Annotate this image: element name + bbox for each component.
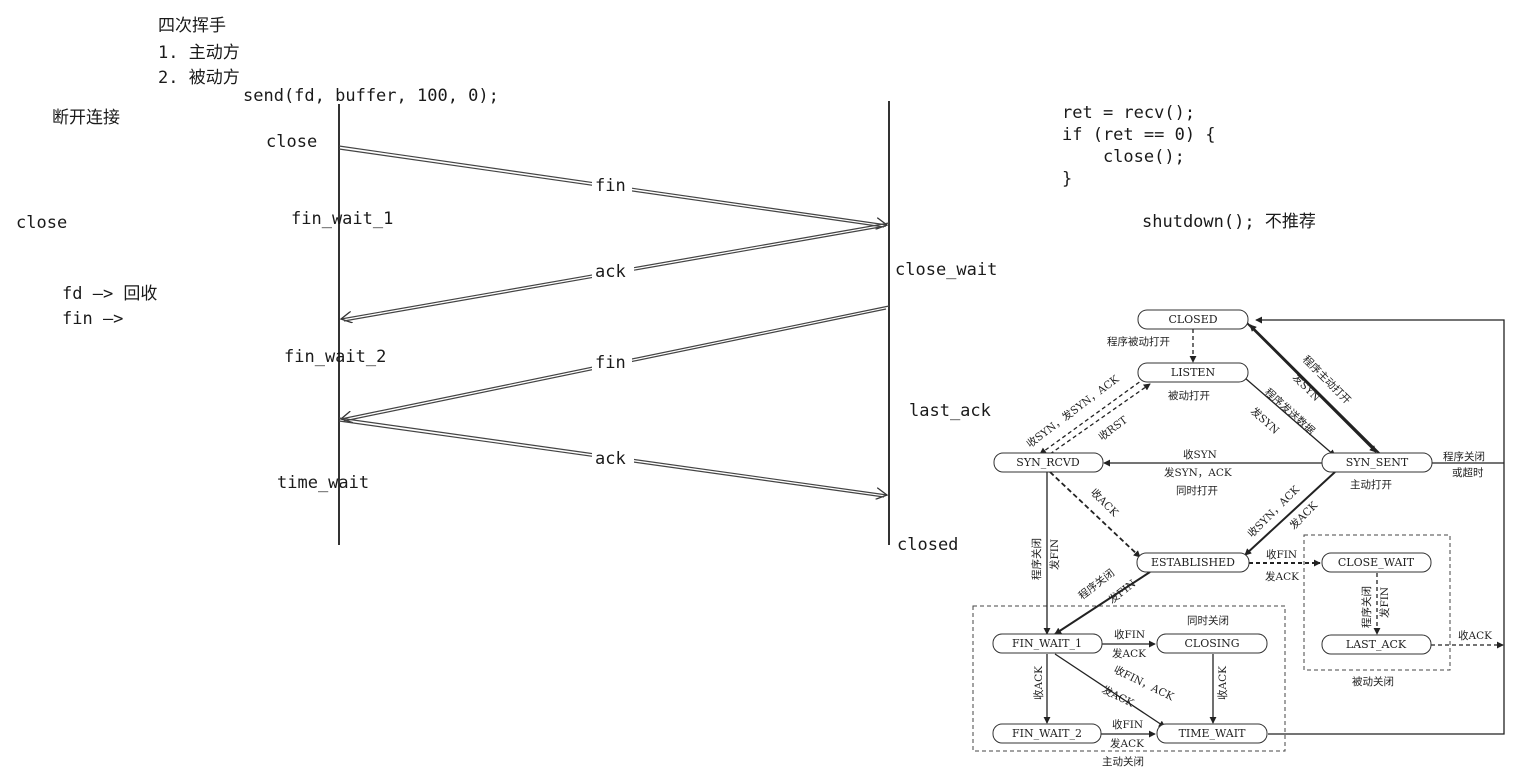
lbl-send-ack: 发ACK [1287, 499, 1320, 532]
state-closing-label: CLOSING [1184, 637, 1239, 650]
close-note: close [16, 213, 68, 233]
fd-note: fd —> 回收 [62, 284, 158, 304]
code-line-1: ret = recv(); [1062, 103, 1196, 123]
state-last-ack-label: LAST_ACK [1346, 638, 1407, 651]
client-close-label: close [266, 132, 318, 152]
lbl-simultaneous-open: 同时打开 [1176, 484, 1218, 497]
lbl-send-fin: 发FIN [1106, 577, 1139, 606]
code-line-2: if (ret == 0) { [1062, 125, 1216, 145]
lbl-recv-fin-3: 收FIN [1112, 718, 1143, 731]
lbl-prog-close-3: 程序关闭 [1360, 586, 1373, 628]
lbl-send-ack-3: 发ACK [1112, 647, 1146, 660]
edge-closed-synsent [1244, 320, 1377, 453]
state-closing [1156, 633, 1268, 654]
state-syn-sent-label: SYN_SENT [1346, 456, 1409, 469]
lbl-recv-ack-2: 收ACK [1458, 629, 1492, 642]
lbl-passive-open-prog: 程序被动打开 [1107, 335, 1170, 348]
state-close-wait [1321, 552, 1432, 573]
edge-listen-synsent [1244, 377, 1336, 457]
lbl-active-open-prog: 程序主动打开 [1300, 353, 1354, 407]
state-closed-label: CLOSED [1168, 313, 1217, 326]
lbl-send-fin-3: 发FIN [1378, 587, 1391, 618]
lbl-send-syn-ack: 发SYN，ACK [1164, 466, 1232, 479]
lbl-send-ack-2: 发ACK [1265, 570, 1299, 583]
active-close-box [972, 605, 1286, 752]
code-line-4: } [1062, 169, 1073, 189]
lbl-passive-open: 被动打开 [1168, 389, 1210, 402]
lbl-recv-syn: 收SYN [1183, 448, 1217, 461]
edge-listen-synrcvd [1039, 377, 1146, 455]
code-line-3: close(); [1062, 147, 1185, 167]
fin-wait-1-label: fin_wait_1 [291, 209, 394, 229]
state-time-wait [1156, 723, 1268, 744]
msg-ack-1-label: ack [595, 262, 626, 282]
lbl-simultaneous-close: 同时关闭 [1187, 614, 1229, 627]
lbl-prog-close-send-fin-2: 发FIN [1048, 539, 1061, 570]
lbl-recv-ack: 收ACK [1088, 486, 1121, 519]
last-ack-label: last_ack [909, 401, 991, 421]
notes-item-1: 1. 主动方 [158, 43, 240, 63]
state-established [1136, 552, 1250, 573]
disconnect-label: 断开连接 [52, 108, 120, 128]
passive-close-box [1303, 534, 1451, 671]
state-fin-wait-2 [992, 723, 1102, 744]
state-fin-wait-1-label: FIN_WAIT_1 [1012, 637, 1082, 650]
lbl-recv-ack-4: 收ACK [1216, 666, 1229, 700]
lbl-recv-ack-3: 收ACK [1032, 666, 1045, 700]
notes-item-2: 2. 被动方 [158, 68, 240, 88]
state-syn-rcvd [993, 452, 1104, 473]
fin-note: fin —> [62, 309, 124, 329]
state-listen [1137, 362, 1249, 383]
time-wait-label: time_wait [277, 473, 370, 493]
lbl-active-close: 主动关闭 [1102, 755, 1144, 768]
lbl-recv-rst: 收RST [1096, 413, 1130, 443]
closed-label: closed [897, 535, 959, 555]
lbl-recv-fin: 收FIN [1266, 548, 1297, 561]
state-last-ack [1321, 634, 1432, 655]
state-established-label: ESTABLISHED [1151, 556, 1235, 569]
lbl-passive-close: 被动关闭 [1352, 675, 1394, 688]
lbl-send-ack-5: 发ACK [1110, 737, 1144, 750]
state-close-wait-label: CLOSE_WAIT [1338, 556, 1415, 569]
edge-timewait-closed [1255, 316, 1505, 735]
lbl-prog-close-send-fin-1: 程序关闭 [1030, 538, 1043, 580]
state-time-wait-label: TIME_WAIT [1179, 727, 1247, 740]
lbl-prog-close-timeout-2: 或超时 [1452, 466, 1484, 479]
state-syn-sent [1321, 452, 1433, 473]
close-wait-label: close_wait [895, 260, 998, 280]
shutdown-note: shutdown(); 不推荐 [1142, 212, 1316, 232]
edge-synrcvd-established [1049, 471, 1141, 558]
msg-fin-1-label: fin [595, 176, 626, 196]
edge-finwait1-timewait [1054, 653, 1166, 728]
state-listen-label: LISTEN [1171, 366, 1216, 379]
state-closed [1137, 309, 1249, 330]
msg-fin-2-label: fin [595, 353, 626, 373]
edge-established-finwait1 [1054, 571, 1151, 635]
lbl-prog-close-timeout-1: 程序关闭 [1443, 450, 1485, 463]
state-fin-wait-2-label: FIN_WAIT_2 [1012, 727, 1082, 740]
lbl-active-open: 主动打开 [1350, 478, 1392, 491]
state-syn-rcvd-label: SYN_RCVD [1016, 456, 1080, 469]
edge-synrcvd-listen [1049, 383, 1151, 455]
lbl-send-ack-4: 发ACK [1100, 683, 1136, 710]
send-call: send(fd, buffer, 100, 0); [243, 86, 499, 106]
lbl-send-syn-2: 发SYN [1248, 405, 1282, 437]
lbl-recv-fin-2: 收FIN [1114, 628, 1145, 641]
edge-synsent-established [1244, 471, 1336, 556]
fin-wait-2-label: fin_wait_2 [284, 347, 387, 367]
msg-ack-2-label: ack [595, 449, 626, 469]
state-fin-wait-1 [992, 633, 1103, 654]
notes-title: 四次挥手 [158, 16, 226, 36]
